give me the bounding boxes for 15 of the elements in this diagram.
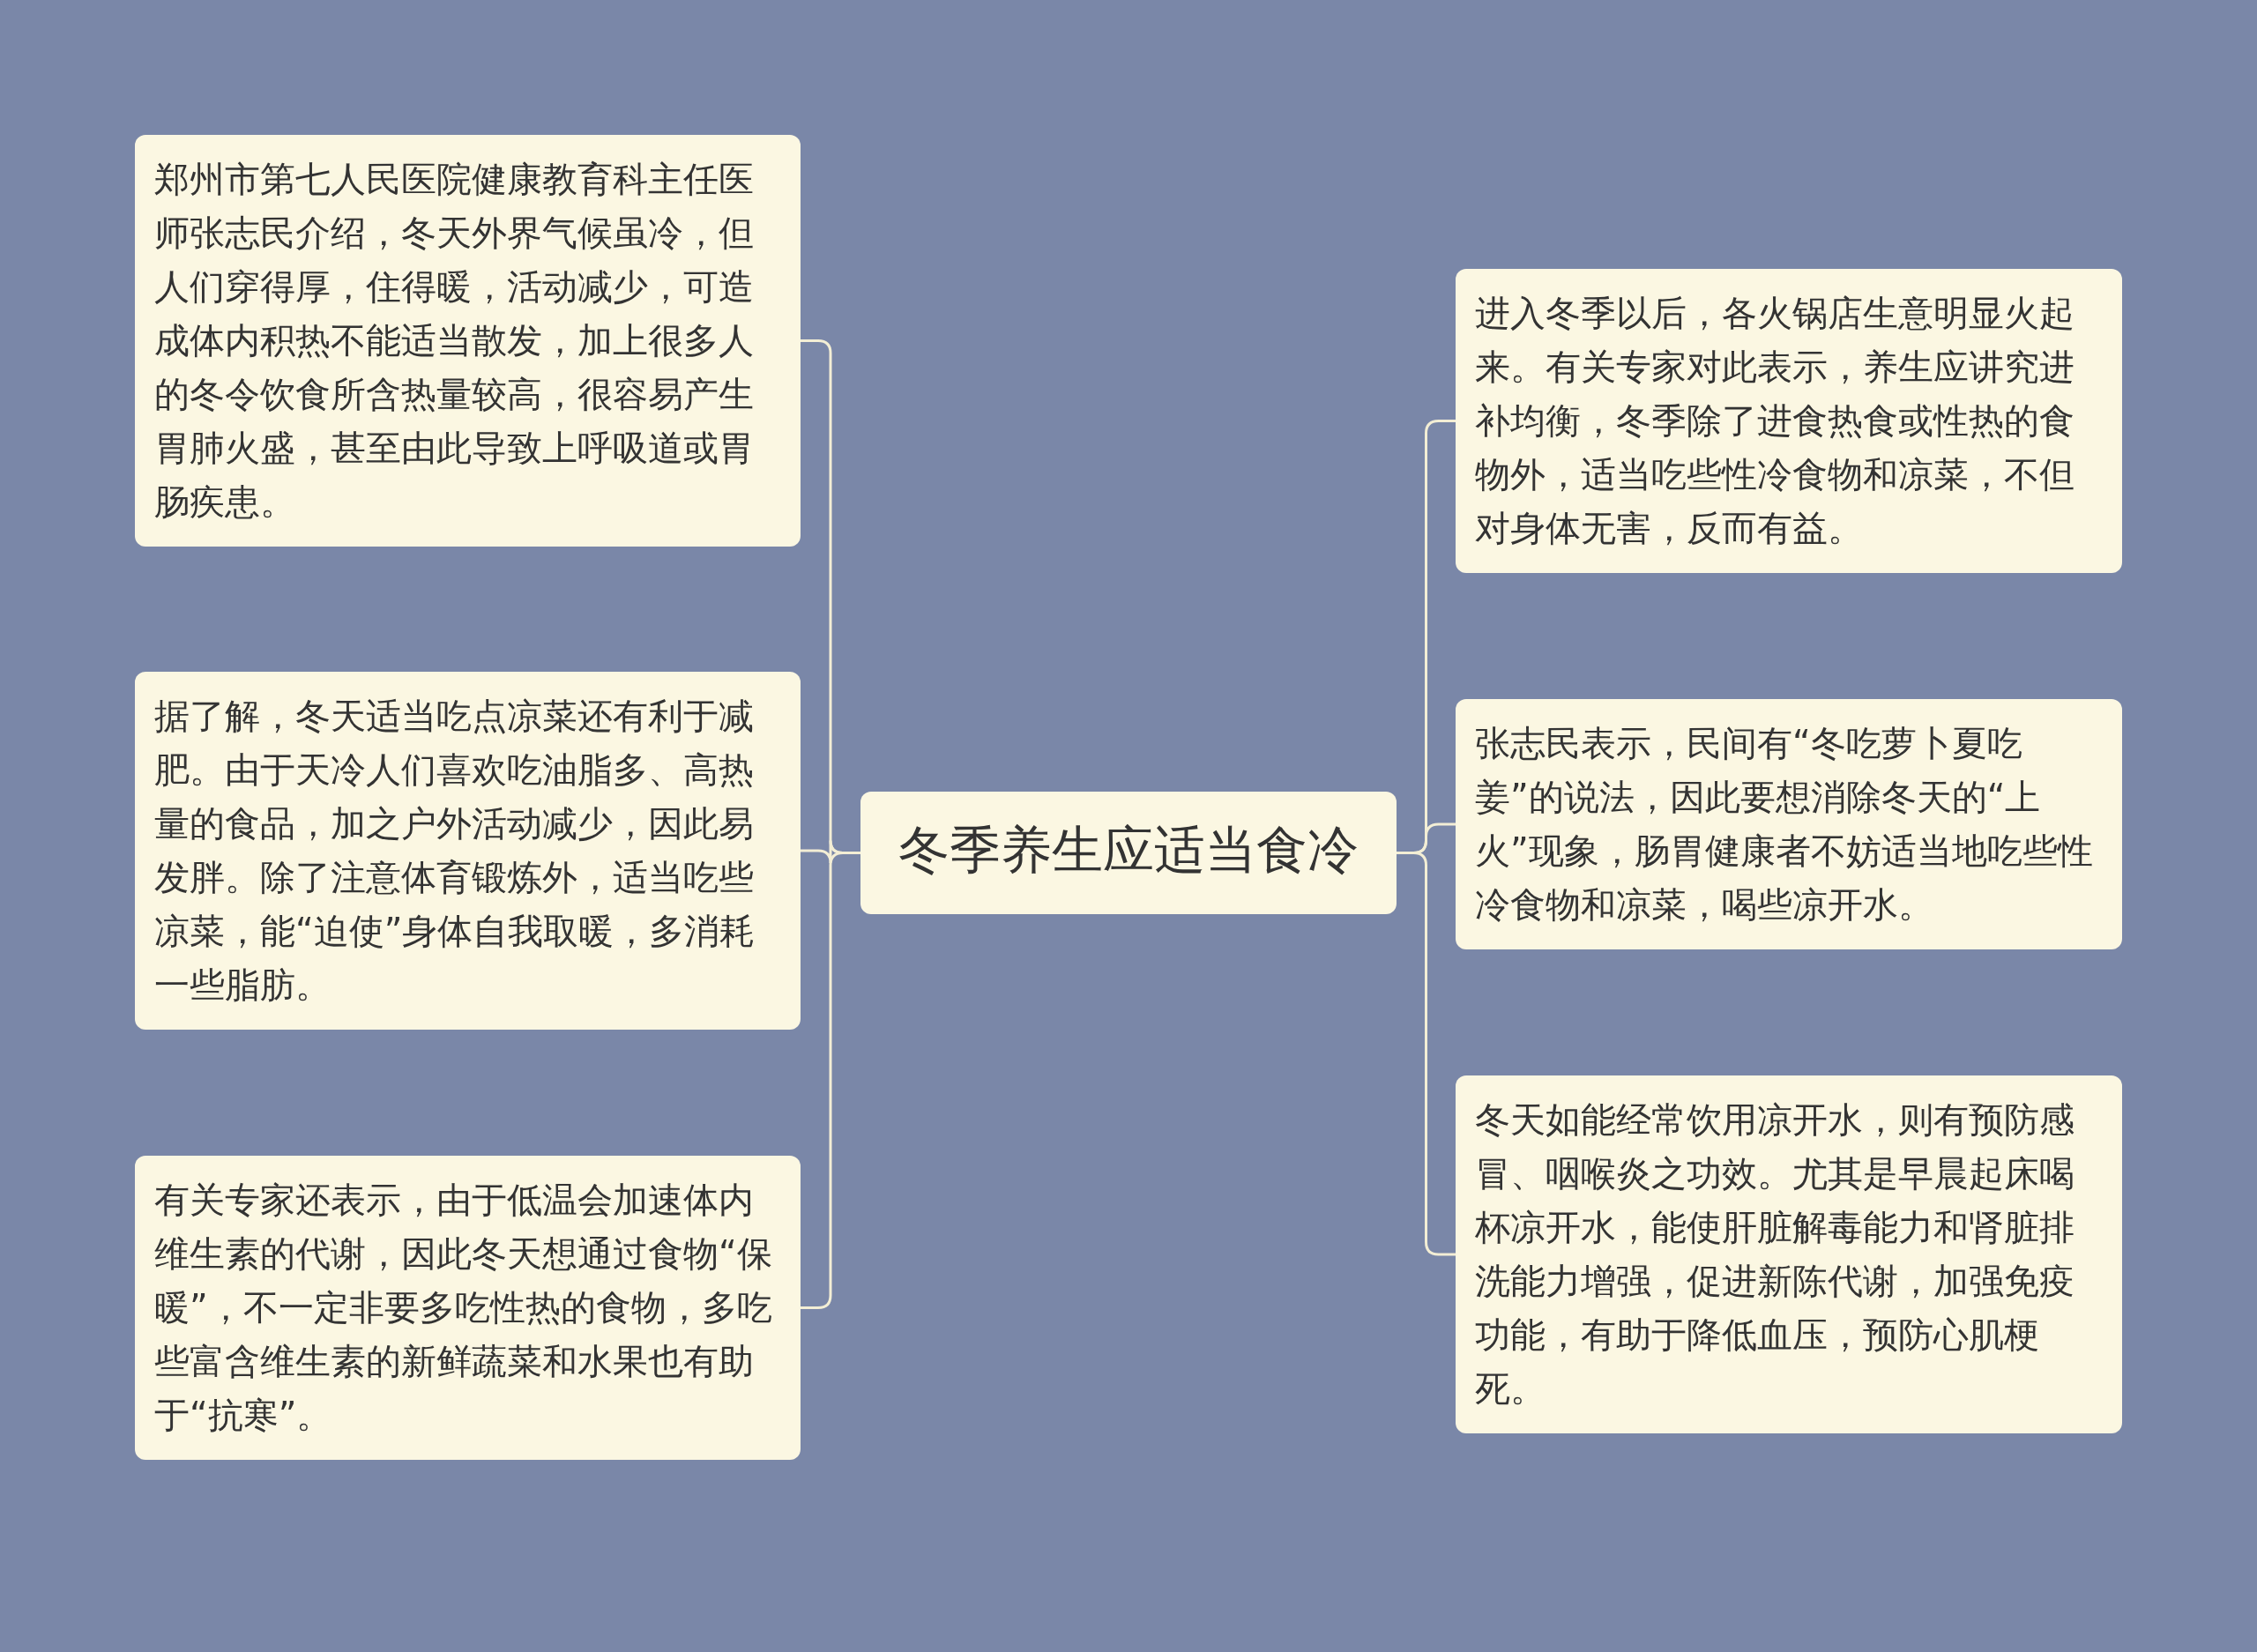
text-card [135,672,801,1030]
text-card [135,1156,801,1460]
text-card [135,135,801,547]
topic-box [860,792,1397,914]
connector [1397,852,1456,1256]
card-text: 进入冬季以后，各火锅店生意明显火起来。有关专家对此表示，养生应讲究进补均衡，冬季除了进食热食或性热的食物外，适当吃些性冷食物和凉菜，不但对身体无害，反而有益。 [1475,292,2075,550]
card-text: 有关专家还表示，由于低温会加速体内维生素的代谢，因此冬天想通过食物“保暖”，不一定非要多吃性热的食物，多吃些富含维生素的新鲜蔬菜和水果也有助于“抗寒”。 [154,1179,773,1437]
card-text: 张志民表示，民间有“冬吃萝卜夏吃姜”的说法，因此要想消除冬天的“上火”现象，肠胃健康者不妨适当地吃些性冷食物和凉菜，喝些凉开水。 [1475,722,2094,926]
text-card [1456,1075,2122,1433]
card-text: 冬季养生应适当食冷 [898,819,1359,882]
text-card [1456,269,2122,573]
card-text: 郑州市第七人民医院健康教育科主任医师张志民介绍，冬天外界气候虽冷，但人们穿得厚，住得暖，活动减少，可造成体内积热不能适当散发，加上很多人的冬令饮食所含热量较高，很容易产生胃肺火盛，甚至由此导致上呼吸道或胃肠疾患。 [154,158,755,524]
card-text: 冬天如能经常饮用凉开水，则有预防感冒、咽喉炎之功效。尤其是早晨起床喝杯凉开水，能使肝脏解毒能力和肾脏排洗能力增强，促进新陈代谢，加强免疫功能，有助于降低血压，预防心肌梗死。 [1475,1098,2075,1410]
text-card [1456,699,2122,949]
card-text: 据了解，冬天适当吃点凉菜还有利于减肥。由于天冷人们喜欢吃油脂多、高热量的食品，加之户外活动减少，因此易发胖。除了注意体育锻炼外，适当吃些凉菜，能“迫使”身体自我取暖，多消耗一些脂肪。 [154,695,756,1007]
